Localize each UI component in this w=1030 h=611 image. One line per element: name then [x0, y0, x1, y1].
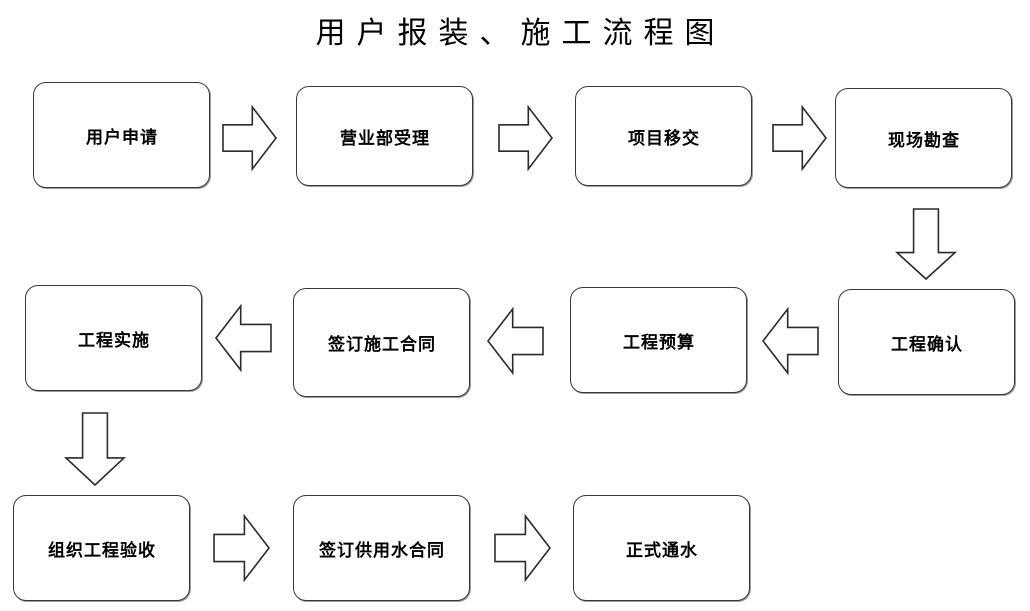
flow-node-n6[interactable]: 工程预算 — [570, 287, 747, 393]
flow-node-n11[interactable]: 正式通水 — [573, 495, 750, 601]
flow-node-n1[interactable]: 用户申请 — [33, 82, 210, 188]
flow-arrow-right-n9-to-n10 — [213, 513, 271, 583]
flow-arrow-right-n2-to-n3 — [498, 104, 554, 172]
flow-node-label: 工程实施 — [78, 330, 150, 350]
flow-node-n10[interactable]: 签订供用水合同 — [293, 495, 470, 601]
flow-arrow-right-n10-to-n11 — [494, 513, 552, 583]
flow-node-n8[interactable]: 工程实施 — [25, 285, 202, 391]
flow-node-label: 用户申请 — [86, 127, 158, 147]
flow-node-label: 组织工程验收 — [48, 540, 156, 560]
flow-node-label: 工程预算 — [623, 332, 695, 352]
flow-node-label: 现场勘查 — [888, 130, 960, 150]
flow-node-label: 项目移交 — [628, 128, 700, 148]
flow-node-label: 营业部受理 — [340, 128, 430, 148]
flow-node-label: 签订供用水合同 — [319, 540, 445, 560]
flow-arrow-right-n3-to-n4 — [772, 104, 828, 172]
flow-arrow-left-n5-to-n6 — [761, 306, 819, 376]
flow-node-label: 签订施工合同 — [328, 335, 436, 354]
page-title: 用户报装、施工流程图 — [315, 17, 726, 50]
flow-node-n7[interactable]: 签订施工合同 — [293, 288, 470, 397]
flow-node-n9[interactable]: 组织工程验收 — [13, 495, 190, 601]
flow-node-label: 工程确认 — [891, 334, 963, 354]
flow-node-n2[interactable]: 营业部受理 — [296, 86, 473, 186]
flow-node-n5[interactable]: 工程确认 — [838, 289, 1015, 395]
flow-node-n3[interactable]: 项目移交 — [575, 86, 752, 186]
flow-node-label: 正式通水 — [626, 540, 698, 560]
flow-arrow-right-n1-to-n2 — [222, 104, 278, 172]
flow-arrow-left-n6-to-n7 — [486, 306, 544, 376]
flow-arrow-down-n4-to-n5 — [894, 208, 958, 281]
flow-arrow-down-n8-to-n9 — [63, 412, 127, 487]
flow-arrow-left-n7-to-n8 — [214, 303, 272, 373]
flow-node-n4[interactable]: 现场勘查 — [835, 88, 1012, 188]
